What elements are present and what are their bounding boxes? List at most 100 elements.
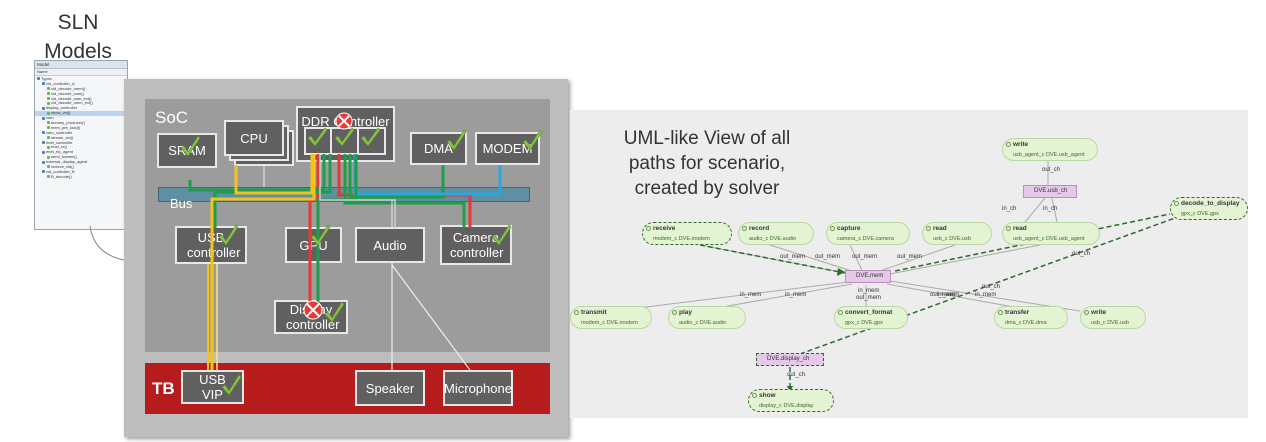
model-tree-row-label: vid_controller_A [46, 80, 75, 86]
tree-node-icon [42, 170, 45, 174]
model-tree-row[interactable]: show_vid() [35, 110, 127, 117]
modem-check-icon [522, 129, 543, 151]
ddr-port3-check-icon [360, 127, 381, 147]
model-tree-row[interactable]: vid_decode_cam() [35, 90, 127, 97]
camera-controller-block[interactable]: Camera controller [440, 225, 512, 265]
model-tree-row[interactable]: cam_controller [35, 130, 127, 136]
node-icon [646, 226, 651, 231]
microphone-label: Microphone [444, 380, 512, 396]
tree-node-icon [42, 160, 45, 164]
tree-node-icon [42, 150, 45, 154]
model-tree-row[interactable]: enet_rtp_agent [35, 149, 127, 155]
soc-label: SoC [155, 108, 189, 127]
node-icon [1006, 226, 1011, 231]
uml-channel-display-ch[interactable]: DVE.display_ch [756, 353, 824, 366]
model-tree-row[interactable]: recieve_vid() [35, 164, 127, 170]
tree-node-icon [47, 101, 50, 105]
model-tree-row-label: dummy_producer() [51, 120, 85, 126]
ddr-port-divider [357, 127, 359, 155]
edge-label-in-mem: in_mem [938, 292, 960, 298]
bus-label: Bus [170, 196, 193, 211]
model-tree-row[interactable]: Types [35, 76, 127, 82]
dma-check-icon [446, 129, 467, 151]
edge-label-in-mem: in_mem [858, 288, 880, 294]
model-tree-row-label: cam [46, 115, 54, 121]
model-tree-row[interactable]: external_display_agent [35, 159, 127, 165]
tree-node-icon [47, 155, 50, 159]
ddr-port2-check-icon [334, 127, 355, 147]
model-tree-row-label: show_vid() [51, 110, 71, 116]
model-tree-row-label: Types [41, 76, 52, 81]
model-tree-row[interactable]: enet_rx() [35, 145, 127, 150]
model-tree-row[interactable]: display_controller [35, 105, 127, 111]
ddr-port1-check-icon [307, 127, 328, 147]
edge-label-in-ch: in_ch [1043, 206, 1058, 212]
node-icon [1174, 201, 1179, 206]
tree-node-icon [37, 77, 40, 81]
model-tree-row[interactable]: enet_controller [35, 140, 127, 146]
sln-models-title: SLN Models [28, 8, 128, 66]
cpu-label: CPU [240, 130, 268, 146]
sln-title-line2: Models [44, 40, 112, 63]
path-line-green-sram [188, 154, 326, 192]
microphone-block[interactable]: Microphone [443, 370, 513, 406]
gpu-check-icon [310, 224, 331, 246]
model-tree-row[interactable]: vid_controller_A [35, 80, 127, 87]
sram-check-icon [180, 135, 201, 157]
node-icon [752, 393, 757, 398]
model-tree-column-name[interactable]: Name [35, 69, 127, 76]
model-tree-row[interactable]: dummy_producer() [35, 120, 127, 126]
tree-node-icon [47, 92, 50, 96]
speaker-block[interactable]: Speaker [355, 370, 425, 406]
uml-channel-usb-ch[interactable]: DVE.usb_ch [1023, 185, 1077, 198]
audio-block[interactable]: Audio [355, 227, 425, 263]
tree-node-icon [47, 121, 50, 125]
model-tree-row[interactable]: B_decode() [35, 173, 127, 180]
microphone-link [391, 264, 471, 371]
node-icon [926, 226, 931, 231]
edge-label-out-mem: out_mem [815, 254, 841, 260]
uml-channel-mem[interactable]: DVE.mem [845, 270, 891, 283]
tree-node-icon [42, 131, 45, 135]
cpu-block[interactable]: CPU [224, 120, 284, 156]
model-tree-row[interactable]: cam [35, 115, 127, 121]
model-tree-row[interactable]: vid_decode_cam_ext() [35, 96, 127, 102]
model-tree-row[interactable]: vid_decode_mem() [35, 86, 127, 92]
edge-label-out-mem: out_mem [930, 292, 956, 298]
model-tree-row[interactable]: vid_controller_B [35, 169, 127, 175]
dma-block[interactable]: DMA [410, 132, 467, 165]
ddr-port-divider [330, 127, 332, 155]
modem-block[interactable]: MODEM [475, 132, 540, 165]
edge-label-in-mem: in_mem [785, 292, 807, 298]
gpu-block[interactable]: GPU [285, 227, 342, 263]
model-tree-row[interactable]: mem_pre_load() [35, 124, 127, 131]
tree-node-icon [47, 111, 50, 115]
model-tree-row[interactable]: vid_decode_mem_ext() [35, 101, 127, 106]
model-tree-row-label: B_decode() [51, 173, 72, 179]
model-tree-row-label: vid_decode_cam() [51, 90, 84, 96]
model-tree-row[interactable]: send_frames() [35, 154, 127, 160]
uml-title-line3: created by solver [634, 178, 780, 199]
tree-node-icon [47, 97, 50, 100]
edge-label-out-mem: out_mem [780, 254, 806, 260]
camera-check-icon [491, 224, 512, 246]
model-tree-row[interactable]: stream_vid() [35, 135, 127, 141]
model-tree-row-label: mem_pre_load() [51, 124, 81, 130]
display-check-icon [324, 301, 345, 323]
model-tree-header: Model [35, 61, 127, 69]
